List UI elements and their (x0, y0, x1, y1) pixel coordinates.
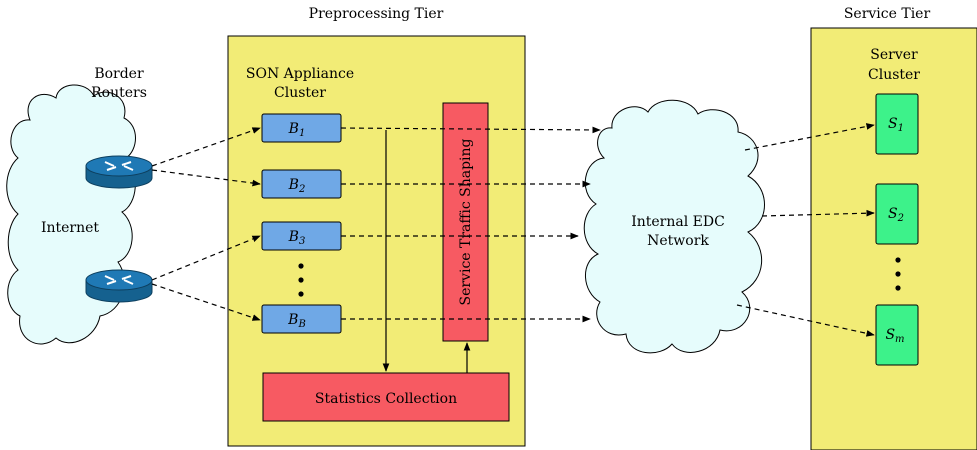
server-label: S (885, 327, 895, 343)
edc-network-cloud (583, 99, 765, 354)
appliance-subscript: B (297, 319, 305, 330)
son-cluster-label-1: SON Appliance (246, 66, 354, 82)
service-traffic-shaping-label: Service Traffic Shaping (458, 138, 474, 305)
router-icon (85, 269, 153, 303)
service-tier-title: Service Tier (844, 6, 931, 22)
network-label-2: Network (647, 233, 709, 249)
server-sm: Sm (875, 304, 919, 366)
svg-text:B3: B3 (288, 229, 306, 247)
server-subscript: 1 (898, 123, 904, 134)
server-cluster-label-1: Server (870, 47, 918, 63)
service-traffic-shaping-block (442, 102, 489, 342)
appliance-b3: B3 (261, 221, 342, 251)
server-cluster-label-2: Cluster (868, 67, 920, 83)
router-to-appliance-links (151, 127, 261, 321)
server-label: S (888, 206, 898, 222)
svg-text:S2: S2 (888, 206, 904, 224)
statistics-collection-label: Statistics Collection (315, 391, 457, 407)
appliance-to-network-links (340, 126, 601, 323)
server-vertical-dots (895, 257, 901, 291)
appliance-label: B (287, 312, 298, 328)
son-cluster-label-2: Cluster (274, 85, 326, 101)
border-routers-label-1: Border (94, 66, 144, 82)
appliance-subscript: 2 (298, 184, 305, 195)
svg-text:S1: S1 (888, 116, 904, 134)
server-s2: S2 (875, 183, 919, 245)
control-arrows (382, 130, 471, 373)
server-s1: S1 (875, 93, 919, 155)
statistics-collection-block (262, 372, 510, 422)
network-to-server-links (736, 123, 875, 337)
network-label-1: Internal EDC (631, 214, 725, 230)
svg-text:BB: BB (287, 312, 306, 330)
server-subscript: 2 (897, 213, 904, 224)
appliance-label: B (288, 229, 299, 245)
server-subscript: m (895, 334, 904, 345)
appliance-label: B (288, 177, 299, 193)
svg-text:Sm: Sm (885, 327, 904, 345)
preprocessing-tier-title: Preprocessing Tier (309, 6, 444, 22)
internet-label: Internet (41, 220, 99, 236)
appliance-subscript: 1 (299, 128, 305, 139)
appliance-label: B (288, 121, 299, 137)
border-routers-label-2: Routers (91, 85, 147, 101)
router-icon (85, 155, 153, 189)
appliance-bb: BB (261, 304, 342, 334)
appliance-subscript: 3 (299, 236, 305, 247)
svg-text:B2: B2 (288, 177, 306, 195)
internet-cloud (6, 84, 136, 345)
svg-text:B1: B1 (288, 121, 306, 139)
appliance-b1: B1 (261, 113, 342, 143)
appliance-b2: B2 (261, 169, 342, 199)
server-label: S (888, 116, 898, 132)
appliance-vertical-dots (298, 263, 304, 297)
